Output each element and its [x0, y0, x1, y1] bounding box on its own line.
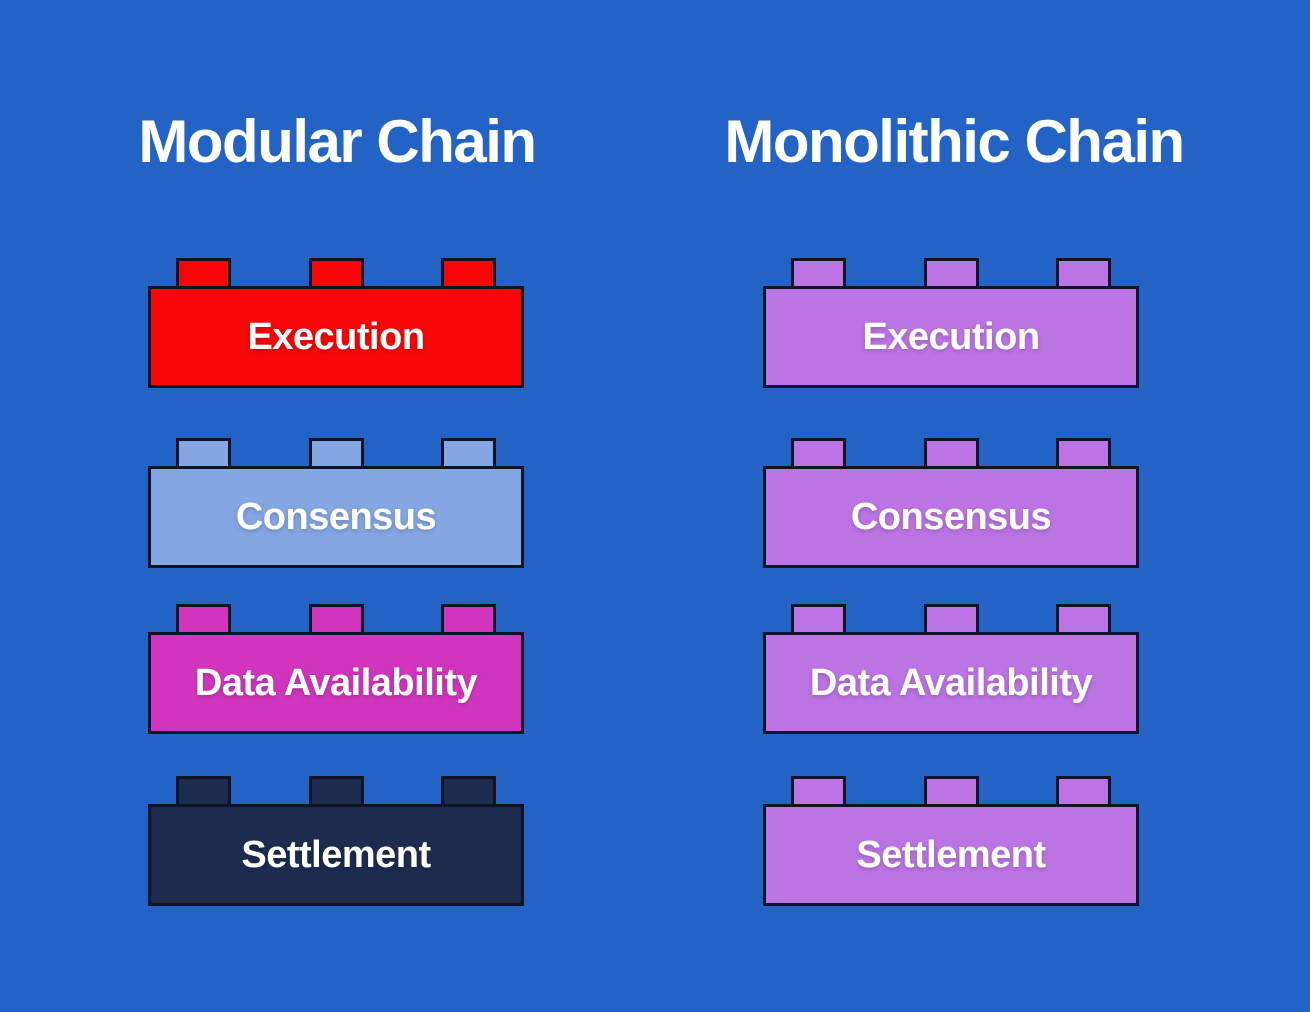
- brick-stud: [441, 776, 496, 804]
- brick-stud: [923, 258, 979, 286]
- brick-studs: [148, 258, 524, 286]
- brick-stud: [791, 258, 846, 286]
- brick-stud: [441, 604, 496, 632]
- brick-monolithic-execution: Execution: [763, 258, 1139, 388]
- brick-monolithic-consensus: Consensus: [763, 438, 1139, 568]
- brick-studs: [763, 438, 1139, 466]
- brick-stud: [923, 604, 979, 632]
- brick-stud: [308, 776, 364, 804]
- brick-modular-execution: Execution: [148, 258, 524, 388]
- brick-stud: [1056, 438, 1111, 466]
- brick-stud: [791, 438, 846, 466]
- monolithic-chain-title: Monolithic Chain: [724, 108, 1185, 175]
- brick-stud: [441, 258, 496, 286]
- brick-body: Data Availability: [763, 632, 1139, 734]
- brick-label: Data Availability: [194, 661, 478, 704]
- brick-monolithic-data-availability: Data Availability: [763, 604, 1139, 734]
- brick-body: Settlement: [148, 804, 524, 906]
- brick-studs: [148, 604, 524, 632]
- modular-chain-title: Modular Chain: [138, 108, 537, 175]
- brick-stud: [176, 604, 231, 632]
- brick-stud: [441, 438, 496, 466]
- brick-body: Consensus: [763, 466, 1139, 568]
- brick-studs: [763, 604, 1139, 632]
- brick-stud: [308, 258, 364, 286]
- brick-label: Consensus: [850, 495, 1052, 538]
- brick-stud: [1056, 258, 1111, 286]
- brick-studs: [763, 776, 1139, 804]
- brick-body: Data Availability: [148, 632, 524, 734]
- brick-body: Settlement: [763, 804, 1139, 906]
- brick-stud: [791, 776, 846, 804]
- brick-studs: [763, 258, 1139, 286]
- brick-label: Execution: [247, 315, 425, 358]
- brick-stud: [1056, 776, 1111, 804]
- brick-stud: [1056, 604, 1111, 632]
- brick-label: Execution: [862, 315, 1040, 358]
- brick-label: Data Availability: [809, 661, 1093, 704]
- brick-label: Consensus: [235, 495, 437, 538]
- brick-stud: [176, 776, 231, 804]
- brick-label: Settlement: [241, 833, 431, 876]
- brick-modular-settlement: Settlement: [148, 776, 524, 906]
- brick-modular-data-availability: Data Availability: [148, 604, 524, 734]
- brick-studs: [148, 776, 524, 804]
- brick-body: Execution: [763, 286, 1139, 388]
- brick-studs: [148, 438, 524, 466]
- brick-stud: [176, 438, 231, 466]
- brick-stud: [923, 438, 979, 466]
- brick-stud: [176, 258, 231, 286]
- brick-stud: [791, 604, 846, 632]
- brick-body: Execution: [148, 286, 524, 388]
- brick-monolithic-settlement: Settlement: [763, 776, 1139, 906]
- brick-stud: [923, 776, 979, 804]
- brick-stud: [308, 604, 364, 632]
- brick-stud: [308, 438, 364, 466]
- brick-body: Consensus: [148, 466, 524, 568]
- brick-modular-consensus: Consensus: [148, 438, 524, 568]
- brick-label: Settlement: [856, 833, 1046, 876]
